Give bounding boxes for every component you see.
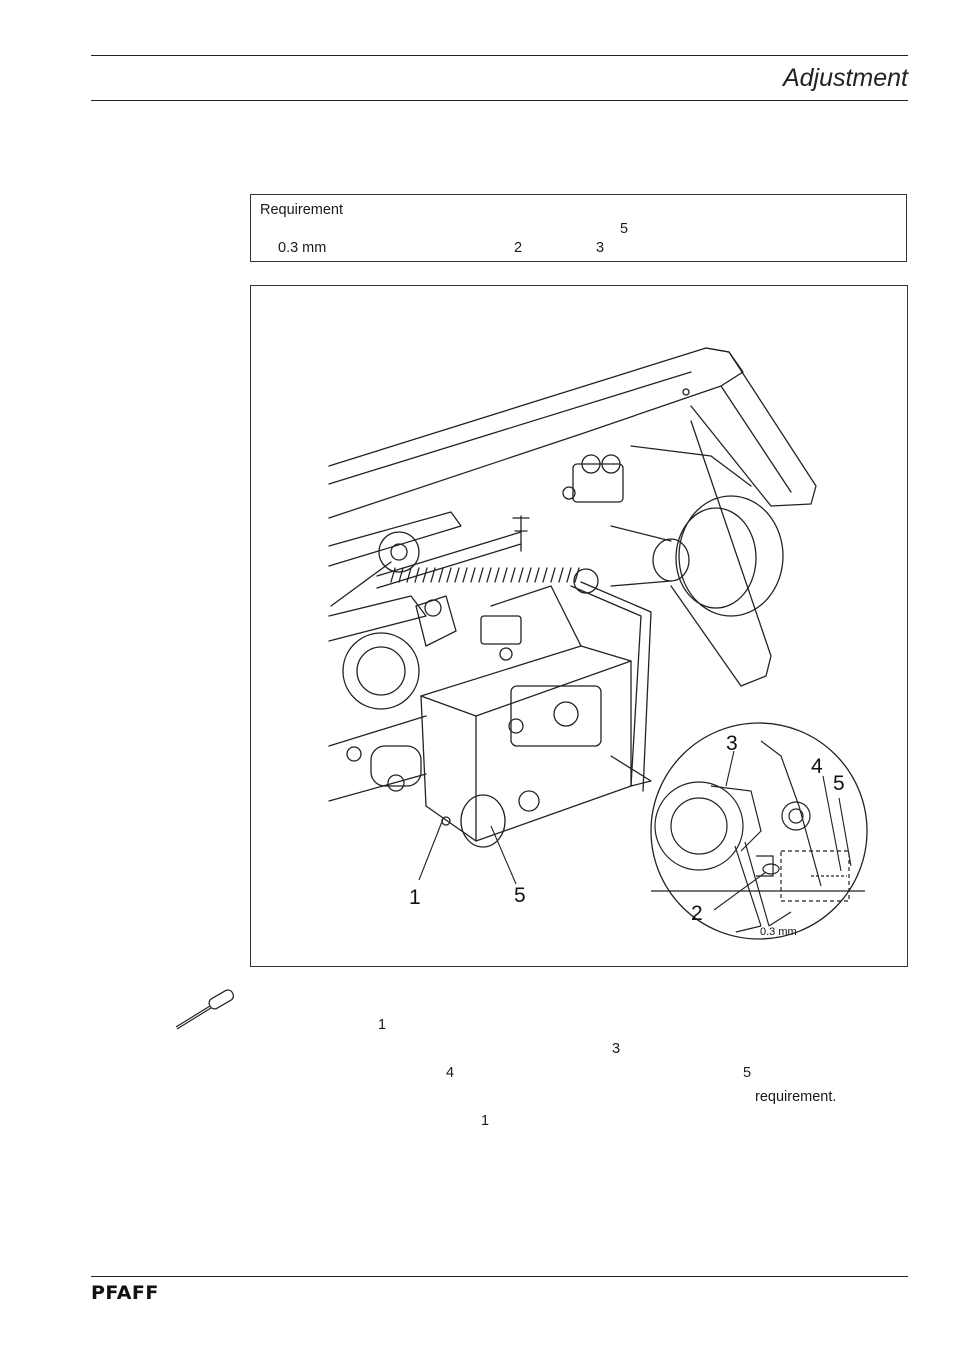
brand-logo: PFAFF	[91, 1282, 159, 1304]
requirement-heading: Requirement	[260, 202, 344, 218]
callout-4: 4	[811, 755, 823, 778]
mechanism-illustration: 1 5 3 4 5 2 0.3 mm	[328, 347, 868, 940]
step-ref-4: 4	[446, 1065, 455, 1081]
callout-2: 2	[691, 902, 703, 925]
requirement-box: Requirement 5 0.3 mm 2 3	[250, 194, 907, 262]
dimension-label: 0.3 mm	[760, 926, 797, 938]
step-ref-1: 1	[378, 1017, 387, 1033]
requirement-measurement: 0.3 mm	[278, 240, 327, 256]
callout-3: 3	[726, 732, 738, 755]
section-title: Adjustment	[782, 64, 908, 92]
requirement-ref-5: 5	[620, 221, 629, 237]
leader-lines	[418, 750, 852, 911]
inset-detail	[650, 722, 868, 940]
requirement-ref-2: 2	[514, 240, 523, 256]
requirement-ref-3: 3	[596, 240, 605, 256]
callout-5-inset: 5	[833, 772, 845, 795]
screwdriver-icon	[175, 989, 235, 1030]
step-ref-3: 3	[612, 1041, 621, 1057]
step-ref-5: 5	[743, 1065, 752, 1081]
footer-rule	[91, 1276, 908, 1277]
figure-frame: 1 5 3 4 5 2 0.3 mm	[250, 285, 908, 967]
machine-drawing	[328, 347, 817, 848]
callout-1: 1	[409, 886, 421, 909]
step-ref-1-second: 1	[481, 1113, 490, 1129]
header-rule-top	[91, 55, 908, 56]
step-requirement-word: requirement.	[755, 1089, 837, 1105]
callout-5-main: 5	[514, 884, 526, 907]
header-rule-bottom	[91, 100, 908, 101]
